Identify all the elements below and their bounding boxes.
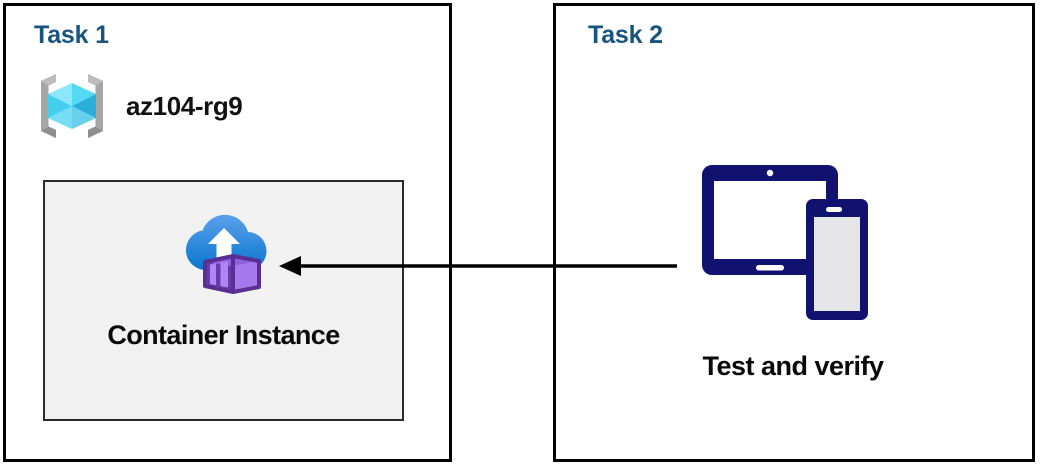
task-1-panel: Task 1	[3, 3, 452, 462]
container-instance-label: Container Instance	[107, 320, 340, 350]
task-2-title: Task 2	[588, 21, 663, 49]
tablet-and-phone-devices-icon	[698, 157, 888, 337]
resource-group-row: az104-rg9	[34, 68, 243, 144]
container-instance-card: Container Instance	[43, 180, 404, 421]
test-and-verify-label: Test and verify	[702, 351, 884, 381]
resource-group-label: az104-rg9	[126, 90, 243, 121]
test-and-verify-group: Test and verify	[623, 157, 963, 382]
azure-resource-group-icon	[34, 68, 110, 144]
task-1-title: Task 1	[34, 21, 109, 49]
azure-container-instance-icon	[178, 182, 270, 298]
